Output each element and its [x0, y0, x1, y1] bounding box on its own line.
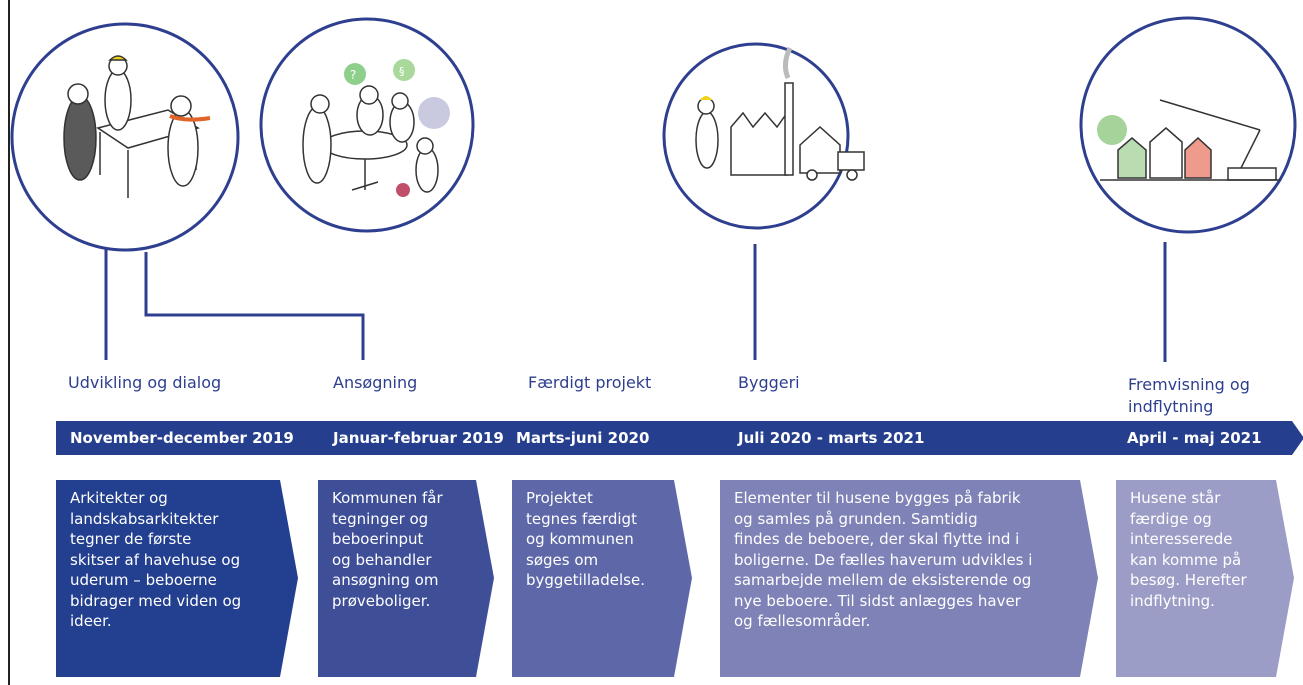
phase-label-fremvisning: Fremvisning og indflytning [1128, 375, 1250, 416]
card-text-faerdigt-projekt: Projektet tegnes færdigt og kommunen søg… [526, 489, 645, 589]
card-text-byggeri: Elementer til husene bygges på fabrik og… [734, 489, 1033, 630]
houses-crane-illustration [1079, 16, 1297, 234]
card-faerdigt-projekt: Projektet tegnes færdigt og kommunen søg… [512, 480, 692, 677]
card-fremvisning: Husene står færdige og interesserede kan… [1116, 480, 1294, 677]
card-ansogning: Kommunen får tegninger og beboerinput og… [318, 480, 494, 677]
card-text-udvikling: Arkitekter og landskabsarkitekter tegner… [70, 489, 242, 630]
connector-ansogning [144, 252, 365, 360]
date-ansogning: Januar-februar 2019 [333, 429, 504, 447]
illustrations-layer: ? § [10, 16, 1297, 362]
meeting-table-illustration: ? § [259, 17, 475, 233]
card-text-ansogning: Kommunen får tegninger og beboerinput og… [332, 489, 443, 610]
date-fremvisning: April - maj 2021 [1127, 429, 1262, 447]
svg-text:§: § [399, 65, 405, 78]
timeline-band [56, 421, 1303, 455]
date-byggeri: Juli 2020 - marts 2021 [738, 429, 925, 447]
card-byggeri: Elementer til husene bygges på fabrik og… [720, 480, 1098, 677]
phase-label-ansogning: Ansøgning [333, 373, 418, 392]
architects-sketching-illustration [10, 22, 240, 252]
svg-text:?: ? [350, 68, 356, 82]
card-udvikling: Arkitekter og landskabsarkitekter tegner… [56, 480, 298, 677]
card-text-fremvisning: Husene står færdige og interesserede kan… [1130, 489, 1247, 610]
factory-construction-illustration [662, 42, 865, 230]
phase-label-faerdigt-projekt: Færdigt projekt [528, 373, 652, 392]
phase-label-udvikling: Udvikling og dialog [68, 373, 222, 392]
phase-label-byggeri: Byggeri [738, 373, 800, 392]
left-border [8, 0, 10, 685]
date-udvikling: November-december 2019 [70, 429, 294, 447]
date-faerdigt-projekt: Marts-juni 2020 [516, 429, 650, 447]
